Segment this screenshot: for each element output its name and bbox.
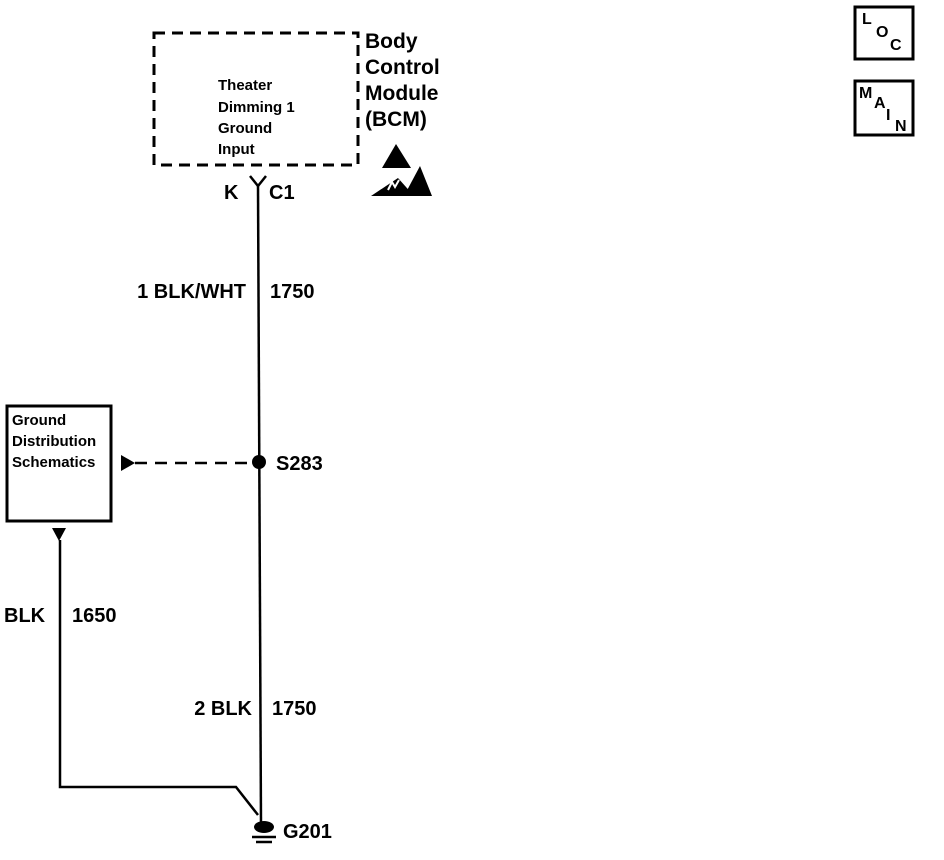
loc-button[interactable]: L O C <box>853 5 915 61</box>
wire-gd-circuit: 1650 <box>72 605 117 627</box>
bcm-inner-line-2: Dimming 1 <box>218 99 295 116</box>
loc-letter-o: O <box>876 24 888 41</box>
bcm-inner-line-3: Ground <box>218 120 272 137</box>
bcm-module-outline <box>152 31 360 167</box>
ground-symbol-icon <box>252 821 276 844</box>
ground-schematic-line-1: Ground <box>12 412 66 429</box>
ground-label: G201 <box>283 821 332 843</box>
wire-ground-distribution <box>58 540 259 816</box>
bcm-inner-line-1: Theater <box>218 77 272 94</box>
wire-lower-circuit: 1750 <box>272 698 317 720</box>
wire-lower-color: 2 BLK <box>194 698 252 720</box>
loc-letter-c: C <box>890 37 902 54</box>
connector-name-label: C1 <box>269 182 295 204</box>
bcm-module-name: Body Control Module (BCM) <box>365 30 440 131</box>
splice-dot <box>252 455 266 469</box>
esd-warning-icon <box>371 144 432 196</box>
wire-main <box>256 185 263 827</box>
main-letter-i: I <box>886 107 890 124</box>
reference-arrow-icon <box>121 455 135 471</box>
module-name-line-3: Module <box>365 82 439 105</box>
module-name-line-1: Body <box>365 30 418 53</box>
connector-pin-label: K <box>224 182 239 204</box>
main-letter-n: N <box>895 118 907 135</box>
bcm-input-description: Theater Dimming 1 Ground Input <box>218 77 295 158</box>
main-button[interactable]: M A I N <box>853 79 915 137</box>
loc-letter-l: L <box>862 11 872 28</box>
ground-distribution-link[interactable]: Ground Distribution Schematics <box>5 404 113 523</box>
splice-label: S283 <box>276 453 323 475</box>
module-name-line-2: Control <box>365 56 440 79</box>
wire-gd-color: BLK <box>4 605 46 627</box>
wire-upper-circuit: 1750 <box>270 281 315 303</box>
module-name-line-4: (BCM) <box>365 108 427 131</box>
main-letter-a: A <box>874 95 886 112</box>
ground-schematic-line-2: Distribution <box>12 433 96 450</box>
ground-schematic-line-3: Schematics <box>12 454 95 471</box>
down-arrow-icon <box>52 528 66 541</box>
main-letter-m: M <box>859 85 872 102</box>
bcm-inner-line-4: Input <box>218 141 255 158</box>
wire-upper-color: 1 BLK/WHT <box>137 281 246 303</box>
